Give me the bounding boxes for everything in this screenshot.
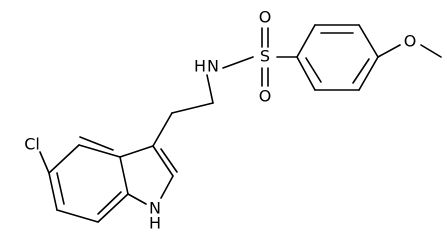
bond — [377, 44, 401, 58]
sulfonamide-hydrogen-label: H — [194, 57, 206, 76]
bond — [160, 148, 178, 173]
indole-nitrogen-h-label: H — [149, 214, 161, 233]
atom-labels: Cl H N N H S O O O — [24, 8, 416, 233]
bond — [171, 102, 214, 114]
bond — [97, 193, 129, 223]
bond — [152, 112, 173, 147]
bond — [358, 24, 379, 58]
bond — [78, 144, 121, 158]
bond — [127, 193, 147, 205]
bond — [152, 145, 174, 177]
bond — [305, 57, 322, 83]
bond — [160, 175, 174, 199]
bond — [358, 56, 379, 91]
bond — [119, 145, 154, 158]
sulfonyl-oxygen-top-label: O — [259, 8, 272, 27]
bond — [48, 144, 80, 174]
bond — [56, 172, 65, 205]
sulfonyl-oxygen-bottom-label: O — [259, 87, 272, 106]
bond — [222, 56, 254, 69]
sulfur-label: S — [260, 47, 270, 66]
bond — [206, 74, 214, 104]
bond — [352, 58, 370, 84]
bond — [39, 151, 50, 174]
bond — [97, 191, 122, 215]
bond — [296, 56, 316, 91]
bonds — [39, 24, 442, 223]
indole-nitrogen-label: N — [149, 199, 161, 218]
methoxy-oxygen-label: O — [404, 32, 417, 51]
bond — [79, 136, 114, 151]
sulfonamide-nitrogen-label: N — [207, 57, 219, 76]
bond — [48, 172, 58, 211]
chlorine-label: Cl — [24, 135, 40, 154]
bond — [296, 24, 316, 58]
bond — [56, 209, 99, 223]
bond — [420, 44, 442, 58]
bond — [119, 156, 129, 195]
